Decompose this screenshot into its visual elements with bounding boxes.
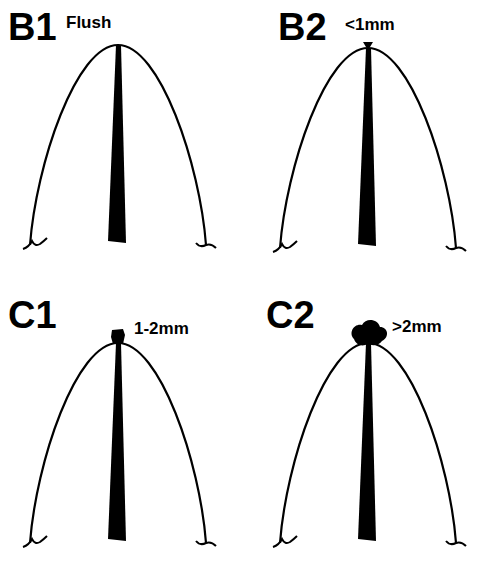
- panel-label: C1: [8, 296, 57, 334]
- tooth-b2: [273, 42, 466, 252]
- excess-sealer: [363, 42, 373, 49]
- dimension-label: 1-2mm: [134, 320, 189, 337]
- tooth-b1: [23, 45, 216, 249]
- panel-label: B1: [8, 8, 57, 46]
- excess-sealer: [111, 329, 125, 344]
- excess-sealer: [352, 320, 388, 345]
- tooth-c1: [23, 329, 216, 547]
- tooth-c2: [273, 320, 466, 547]
- panel-label: B2: [278, 8, 327, 46]
- dimension-label: <1mm: [345, 16, 395, 33]
- dimension-label: >2mm: [392, 318, 442, 335]
- dimension-label: Flush: [66, 14, 111, 31]
- panel-label: C2: [266, 296, 315, 334]
